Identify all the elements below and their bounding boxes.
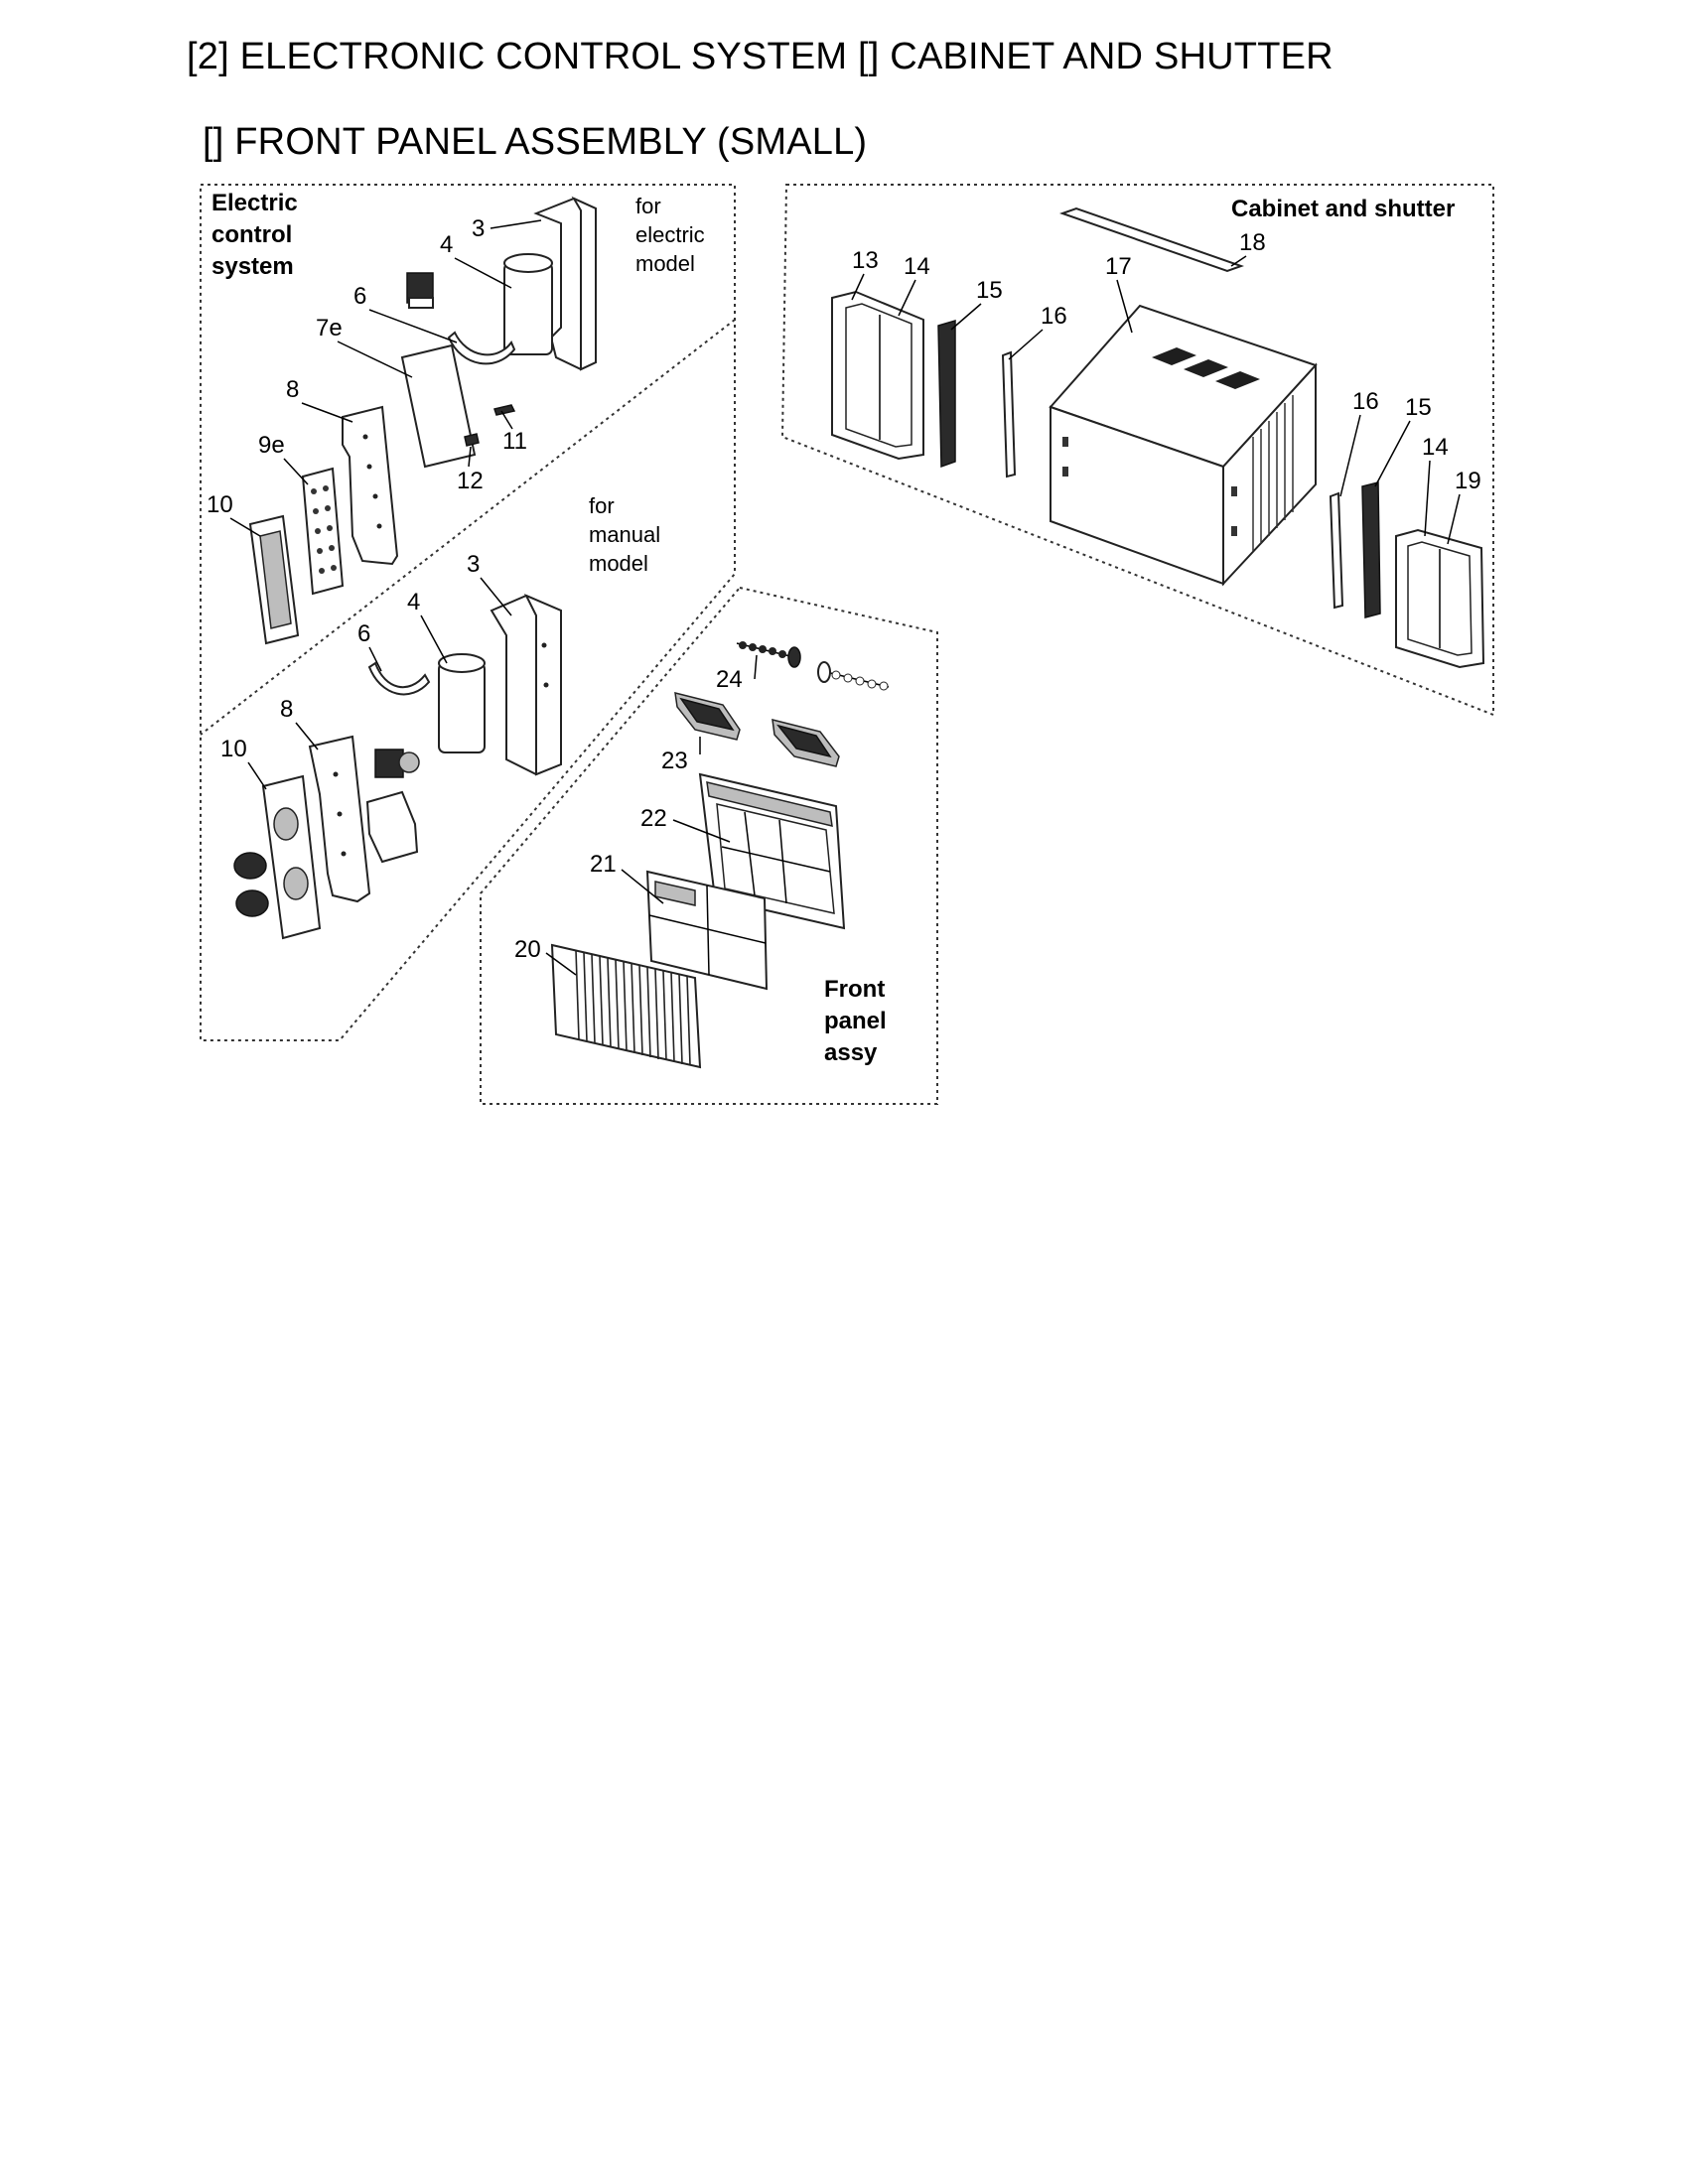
callout-8-electric: 8: [286, 376, 299, 403]
part-keypad-electric: [301, 467, 345, 596]
part-left-shutter-strip: [1001, 350, 1017, 478]
callout-9e-electric: 9e: [258, 432, 285, 459]
part-right-seal: [1361, 481, 1381, 618]
note-manual-model-line3: model: [589, 551, 648, 576]
callout-14-left: 14: [904, 253, 930, 280]
callout-15-right: 15: [1405, 394, 1432, 421]
note-manual-model-line2: manual: [589, 522, 660, 547]
part-front-grille: [550, 943, 702, 1069]
part-clamp-manual: [367, 661, 431, 696]
callout-21: 21: [590, 851, 617, 878]
callout-4-electric: 4: [440, 231, 453, 258]
part-cabinet: [1049, 304, 1318, 587]
part-control-panel-manual: [261, 774, 322, 940]
part-clamp-electric: [447, 331, 516, 365]
part-control-panel-electric: [248, 514, 300, 645]
section-front-panel-line1: Front: [824, 976, 885, 1003]
note-manual-model-line1: for: [589, 493, 615, 518]
callout-19: 19: [1455, 468, 1481, 494]
callout-8-manual: 8: [280, 696, 293, 723]
part-left-seal: [937, 319, 956, 469]
electric-control-box: [200, 184, 736, 1041]
part-front-frame: [698, 772, 846, 930]
note-electric-model-line3: model: [635, 251, 695, 276]
title-line-1: [2] ELECTRONIC CONTROL SYSTEM [] CABINET…: [187, 36, 1333, 77]
callout-6-electric: 6: [353, 283, 366, 310]
part-control-box-manual: [490, 594, 562, 776]
callout-4-manual: 4: [407, 589, 420, 615]
part-louver-shafts: [736, 641, 890, 691]
section-front-panel-line2: panel: [824, 1008, 887, 1034]
callout-12-electric: 12: [457, 468, 484, 494]
section-front-panel-line3: assy: [824, 1039, 878, 1066]
note-electric-model-line1: for: [635, 194, 661, 218]
part-capacitor-manual: [438, 653, 486, 753]
callout-22: 22: [640, 805, 667, 832]
note-electric-model-line2: electric: [635, 222, 705, 247]
section-electric-control-line1: Electric: [211, 190, 298, 216]
part-board-cover-electric: [400, 343, 477, 469]
part-right-side-frame: [1395, 528, 1485, 669]
callout-7e-electric: 7e: [316, 315, 343, 341]
callout-17: 17: [1105, 253, 1132, 280]
section-cabinet: Cabinet and shutter: [1231, 196, 1455, 222]
part-louvers: [674, 692, 840, 767]
part-air-filter: [645, 870, 769, 991]
part-right-shutter-strip: [1329, 491, 1344, 610]
part-switch-manual: [374, 749, 420, 778]
diagonal-divider: [200, 319, 736, 736]
section-electric-control-line3: system: [211, 253, 294, 280]
part-top-rail: [1058, 206, 1245, 273]
callout-15-left: 15: [976, 277, 1003, 304]
part-knobs-manual: [233, 852, 269, 917]
callout-18: 18: [1239, 229, 1266, 256]
part-pcb-manual: [308, 735, 371, 903]
title-line-2: [] FRONT PANEL ASSEMBLY (SMALL): [203, 121, 868, 163]
callout-11-electric: 11: [502, 428, 527, 455]
callout-23: 23: [661, 748, 688, 774]
callout-6-manual: 6: [357, 620, 370, 647]
part-pcb-electric: [342, 405, 399, 566]
part-screw-electric: [464, 433, 480, 447]
callout-16-right: 16: [1352, 388, 1379, 415]
callout-3-manual: 3: [467, 551, 480, 578]
callout-16-left: 16: [1041, 303, 1067, 330]
cabinet-box: [780, 184, 1494, 717]
callout-24: 24: [716, 666, 743, 693]
section-electric-control-line2: control: [211, 221, 292, 248]
callout-10-electric: 10: [207, 491, 233, 518]
part-sensor-electric: [493, 404, 516, 416]
callout-14-right: 14: [1422, 434, 1449, 461]
part-control-box-electric: [533, 196, 597, 371]
part-relay-electric: [406, 272, 434, 309]
front-panel-box: [480, 586, 938, 1105]
callout-20: 20: [514, 936, 541, 963]
part-left-side-frame: [831, 290, 924, 461]
part-thermostat-manual: [365, 790, 419, 864]
callout-13: 13: [852, 247, 879, 274]
part-capacitor-electric: [503, 253, 553, 355]
callout-3-electric: 3: [472, 215, 485, 242]
callout-10-manual: 10: [220, 736, 247, 762]
